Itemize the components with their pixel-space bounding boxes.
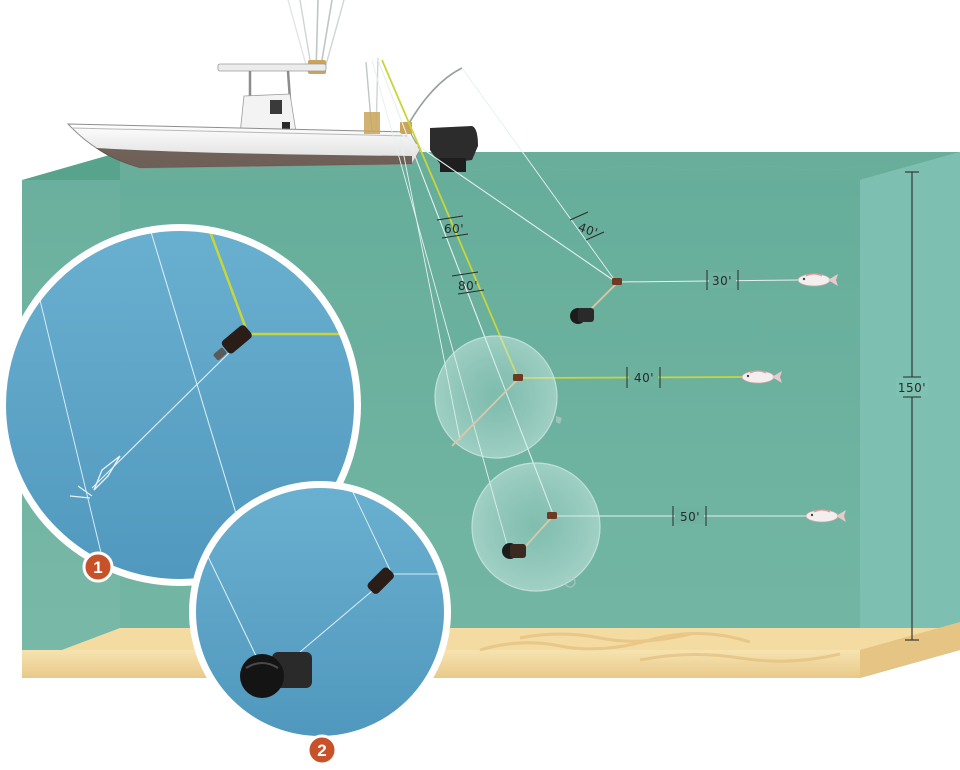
water-side-face xyxy=(860,152,960,678)
svg-text:30': 30' xyxy=(712,274,732,288)
swivel-icon xyxy=(213,325,252,361)
sinker-icon xyxy=(570,308,594,324)
total-depth-marker: 150' xyxy=(896,171,928,641)
label-horizontal-30: 30' xyxy=(706,270,739,290)
swivel-icon xyxy=(612,278,622,285)
label-line-60: 60' xyxy=(436,215,469,239)
line-to-weight xyxy=(371,59,509,549)
middle-rig xyxy=(451,374,562,447)
zoom-area-1 xyxy=(434,335,558,459)
lower-rig xyxy=(502,512,576,588)
fish-icon xyxy=(797,273,838,287)
callout-badge-1: 1 xyxy=(82,551,114,583)
line-upper-rig xyxy=(397,131,617,283)
svg-text:40': 40' xyxy=(576,220,600,240)
sinker-icon xyxy=(502,543,526,559)
fishing-lines xyxy=(371,59,808,549)
swivel-icon xyxy=(367,567,394,594)
fish-icon xyxy=(741,370,782,384)
upper-rig xyxy=(570,278,622,324)
yellow-leader-main xyxy=(381,59,519,379)
svg-text:80': 80' xyxy=(458,279,478,293)
label-line-80: 80' xyxy=(451,271,485,295)
label-horizontal-50: 50' xyxy=(672,506,707,526)
svg-text:2: 2 xyxy=(317,741,326,760)
callout-badge-2: 2 xyxy=(306,734,338,766)
sand-ripples xyxy=(479,631,841,663)
zoom-area-2 xyxy=(471,462,601,592)
total-depth-label: 150' xyxy=(898,381,926,395)
swivel-icon xyxy=(513,374,523,381)
boat-icon xyxy=(66,0,478,172)
svg-text:40': 40' xyxy=(634,371,654,385)
fish-icon xyxy=(805,509,846,523)
sinker-icon xyxy=(240,652,312,698)
svg-text:1: 1 xyxy=(93,558,102,577)
line-upper-rig-tail xyxy=(461,67,617,283)
label-line-40-upper: 40' xyxy=(569,211,605,241)
sea-floor-side xyxy=(860,622,960,678)
label-horizontal-40: 40' xyxy=(626,367,661,388)
swivel-icon xyxy=(547,512,557,519)
surface-ripples xyxy=(129,165,891,171)
svg-text:60': 60' xyxy=(444,222,464,236)
inset-detail-2 xyxy=(189,481,451,743)
svg-text:50': 50' xyxy=(680,510,700,524)
